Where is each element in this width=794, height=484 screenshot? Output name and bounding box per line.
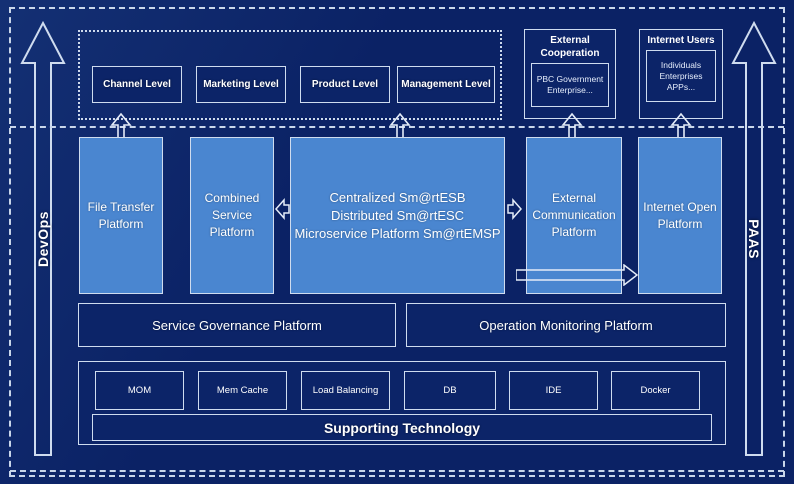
tech-label: Mem Cache: [216, 384, 269, 396]
up-arrow-icon-management: [389, 112, 411, 140]
left-arrow-icon-esb-to-combined: [274, 197, 290, 221]
level-label: Management Level: [401, 79, 491, 90]
level-label: Channel Level: [103, 79, 171, 90]
up-arrow-icon-external-cooperation: [561, 112, 583, 140]
platform-label: External Communication Platform: [532, 191, 616, 239]
platform-esb-esc-emsp[interactable]: Centralized Sm@rtESB Distributed Sm@rtES…: [290, 137, 505, 294]
paas-arrow: PAAS: [731, 19, 777, 459]
paas-arrow-label: PAAS: [746, 219, 762, 259]
internet-users-box[interactable]: Internet Users Individuals Enterprises A…: [639, 29, 723, 119]
service-governance-platform[interactable]: Service Governance Platform: [78, 303, 396, 347]
up-arrow-icon-internet-users: [670, 112, 692, 140]
up-arrow-icon-channel: [110, 112, 132, 140]
platform-external-communication[interactable]: External Communication Platform: [526, 137, 622, 294]
tech-box-ide[interactable]: IDE: [509, 371, 598, 410]
supporting-technology-title: Supporting Technology: [323, 419, 481, 436]
platform-file-transfer[interactable]: File Transfer Platform: [79, 137, 163, 294]
long-right-arrow-icon-to-internet-open: [516, 264, 638, 286]
internet-users-title: Internet Users: [647, 35, 715, 46]
external-cooperation-box[interactable]: External Cooperation PBC Government Ente…: [524, 29, 616, 119]
management-label: Operation Monitoring Platform: [479, 317, 653, 333]
tech-label: Load Balancing: [312, 384, 379, 396]
platform-internet-open[interactable]: Internet Open Platform: [638, 137, 722, 294]
platform-label: File Transfer Platform: [87, 199, 155, 231]
supporting-technology-bar: Supporting Technology: [92, 414, 712, 441]
platform-label: Combined Service Platform: [204, 191, 260, 239]
level-label: Product Level: [311, 79, 379, 90]
tech-box-mom[interactable]: MOM: [95, 371, 184, 410]
devops-arrow-label: DevOps: [35, 211, 51, 267]
internet-users-detail: Individuals Enterprises APPs...: [659, 59, 703, 92]
operation-monitoring-platform[interactable]: Operation Monitoring Platform: [406, 303, 726, 347]
external-cooperation-title: External Cooperation: [540, 35, 600, 59]
consumer-layer-container: [78, 30, 502, 120]
level-box-product[interactable]: Product Level: [300, 66, 390, 103]
level-label: Marketing Level: [203, 79, 279, 90]
bottom-dashed-line: [10, 470, 784, 472]
platform-label: Centralized Sm@rtESB Distributed Sm@rtES…: [294, 189, 501, 241]
platform-label: Internet Open Platform: [643, 199, 717, 231]
outer-dashed-frame: [9, 7, 785, 477]
right-arrow-icon-esb-to-external: [506, 197, 522, 221]
level-box-management[interactable]: Management Level: [397, 66, 495, 103]
tech-label: MOM: [127, 384, 152, 396]
tech-box-load-balancing[interactable]: Load Balancing: [301, 371, 390, 410]
tech-box-docker[interactable]: Docker: [611, 371, 700, 410]
management-label: Service Governance Platform: [152, 317, 322, 333]
tech-label: Docker: [640, 384, 671, 396]
level-box-channel[interactable]: Channel Level: [92, 66, 182, 103]
devops-arrow: DevOps: [20, 19, 66, 459]
tech-label: DB: [443, 384, 457, 396]
external-cooperation-detail: PBC Government Enterprise...: [536, 74, 604, 95]
level-box-marketing[interactable]: Marketing Level: [196, 66, 286, 103]
internet-users-detail-box: Individuals Enterprises APPs...: [646, 50, 716, 102]
tech-box-mem-cache[interactable]: Mem Cache: [198, 371, 287, 410]
tech-label: IDE: [545, 384, 562, 396]
external-cooperation-detail-box: PBC Government Enterprise...: [531, 63, 609, 107]
tech-box-db[interactable]: DB: [404, 371, 496, 410]
platform-combined-service[interactable]: Combined Service Platform: [190, 137, 274, 294]
